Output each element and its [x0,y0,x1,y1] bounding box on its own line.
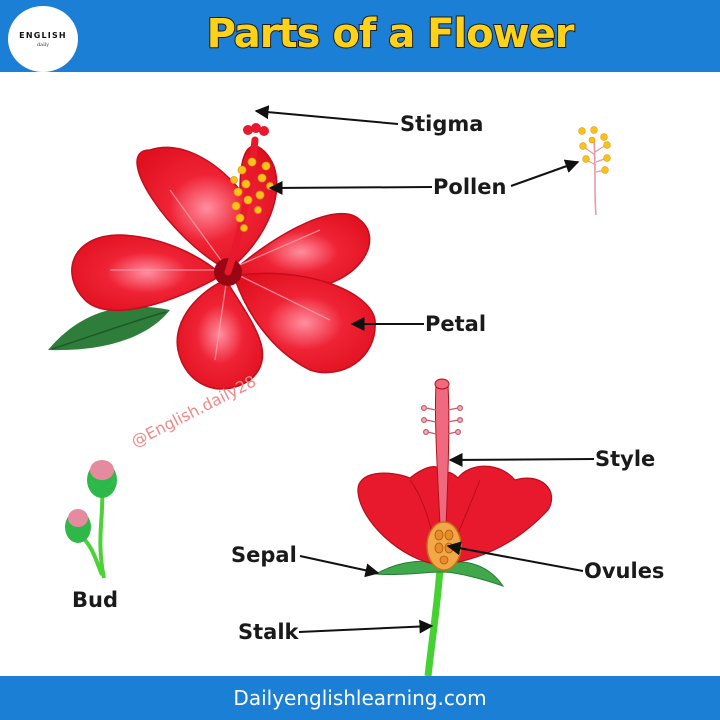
petal-shape [439,465,553,566]
bud-illustration [65,460,117,579]
petal-shape [176,279,264,390]
stigma-pointer [254,105,399,125]
label-petal: Petal [425,312,487,336]
petal-shape [357,466,441,566]
logo-text: ENGLISH [19,30,67,40]
site-link[interactable]: Dailyenglishlearning.com [233,686,487,710]
pollen-sprig [578,126,611,216]
brand-logo[interactable]: ENGLISH daily [8,6,78,72]
stalk-shape [424,567,444,677]
footer-bar: Dailyenglishlearning.com [0,676,720,720]
pointer-lines [254,105,595,634]
pollen-clusters [230,157,274,232]
label-ovules: Ovules [584,559,665,583]
label-stalk: Stalk [238,620,299,644]
ovules-pointer [446,541,584,572]
label-stigma: Stigma [400,112,484,136]
leaf-shape [48,306,170,351]
stalk-pointer [298,619,434,634]
logo-subtext: daily [36,41,50,48]
sepal-pointer [299,555,380,578]
petal-shape [71,234,224,312]
pollen-pointer [268,180,433,195]
petal-shape [233,272,376,374]
stigma-tips [243,123,269,136]
label-style: Style [595,447,656,471]
flower-cross-section [357,378,553,677]
staminal-column [224,136,259,276]
label-sepal: Sepal [231,543,297,567]
pollen-sprig-pointer [510,159,580,187]
page-title: Parts of a Flower [206,10,576,58]
label-bud: Bud [72,588,118,612]
style-pointer [448,452,595,467]
hibiscus-flower [71,145,376,390]
header-bar: ENGLISH daily Parts of a Flower [0,0,720,72]
label-pollen: Pollen [433,175,507,199]
